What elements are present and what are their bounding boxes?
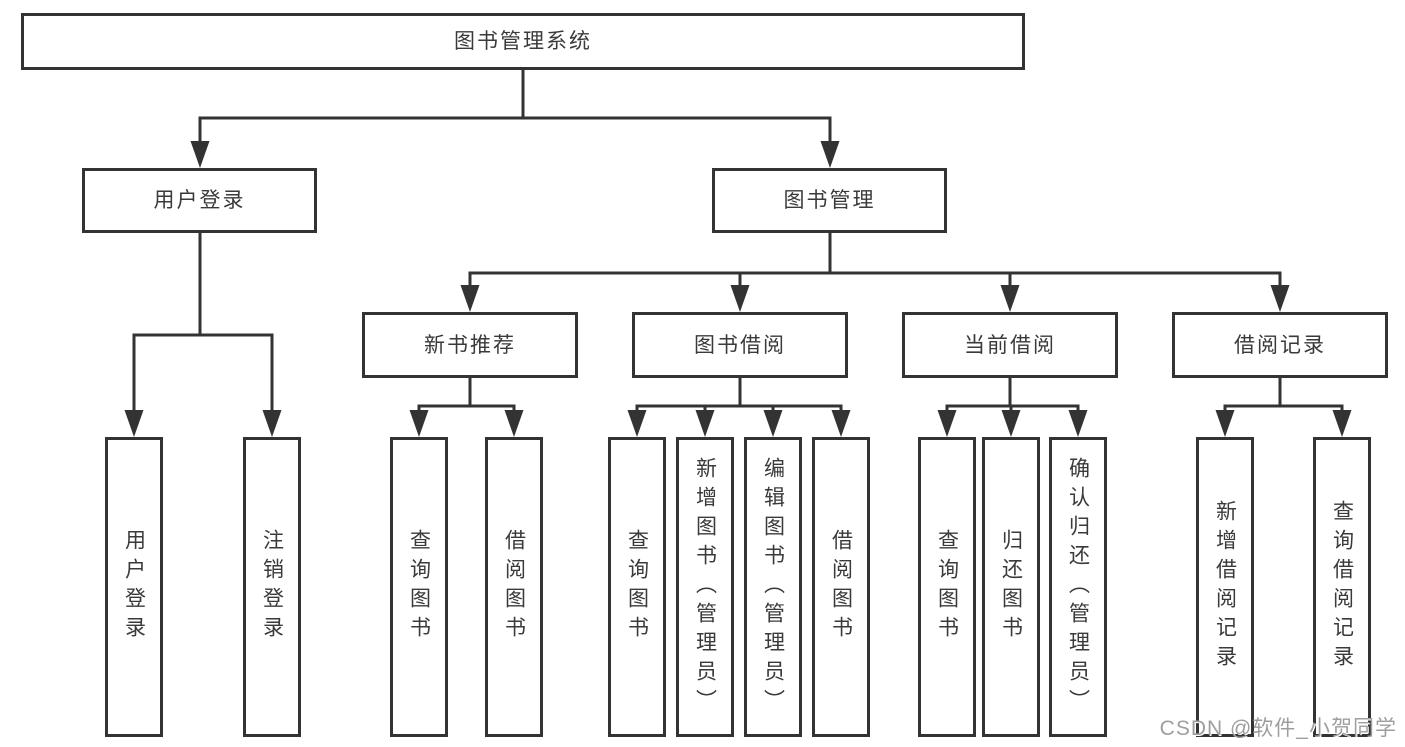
node-label: 查询图书 xyxy=(625,529,649,645)
node-book-borrow: 图书借阅 xyxy=(632,312,848,378)
node-label: 图书借阅 xyxy=(694,333,786,357)
node-label: 新增图书（管理员） xyxy=(693,456,717,718)
leaf-borrow-book: 借阅图书 xyxy=(812,437,870,737)
node-label: 借阅图书 xyxy=(502,529,526,645)
node-label: 图书管理系统 xyxy=(454,30,592,53)
node-label: 用户登录 xyxy=(153,189,246,212)
leaf-query-book-recommend: 查询图书 xyxy=(390,437,448,737)
node-label: 图书管理 xyxy=(783,189,876,212)
arrowheads xyxy=(124,141,1352,437)
node-label: 新书推荐 xyxy=(424,333,516,357)
node-label: 确认归还（管理员） xyxy=(1066,456,1090,718)
node-user-login: 用户登录 xyxy=(82,168,317,233)
node-book-management: 图书管理 xyxy=(712,168,947,233)
node-borrow-record: 借阅记录 xyxy=(1172,312,1388,378)
node-label: 借阅记录 xyxy=(1234,333,1326,357)
node-label: 注销登录 xyxy=(260,529,284,645)
leaf-query-borrow-record: 查询借阅记录 xyxy=(1313,437,1371,737)
node-label: 编辑图书（管理员） xyxy=(761,456,785,718)
leaf-edit-book-admin: 编辑图书（管理员） xyxy=(744,437,802,737)
node-root-system: 图书管理系统 xyxy=(21,13,1025,70)
leaf-user-login: 用户登录 xyxy=(105,437,163,737)
leaf-add-borrow-record: 新增借阅记录 xyxy=(1196,437,1254,737)
csdn-watermark: CSDN @软件_小贺同学 xyxy=(1159,717,1397,740)
node-label: 当前借阅 xyxy=(964,333,1056,357)
node-label: 用户登录 xyxy=(122,529,146,645)
leaf-return-book: 归还图书 xyxy=(982,437,1040,737)
node-label: 新增借阅记录 xyxy=(1213,500,1237,674)
node-label: 查询借阅记录 xyxy=(1330,500,1354,674)
leaf-query-book-borrow: 查询图书 xyxy=(608,437,666,737)
node-new-book-recommend: 新书推荐 xyxy=(362,312,578,378)
node-label: 查询图书 xyxy=(935,529,959,645)
leaf-confirm-return-admin: 确认归还（管理员） xyxy=(1049,437,1107,737)
leaf-query-book-current: 查询图书 xyxy=(918,437,976,737)
leaf-add-book-admin: 新增图书（管理员） xyxy=(676,437,734,737)
node-label: 查询图书 xyxy=(407,529,431,645)
node-label: 借阅图书 xyxy=(829,529,853,645)
leaf-borrow-book-recommend: 借阅图书 xyxy=(485,437,543,737)
node-label: 归还图书 xyxy=(999,529,1023,645)
leaf-logout: 注销登录 xyxy=(243,437,301,737)
node-current-borrow: 当前借阅 xyxy=(902,312,1118,378)
